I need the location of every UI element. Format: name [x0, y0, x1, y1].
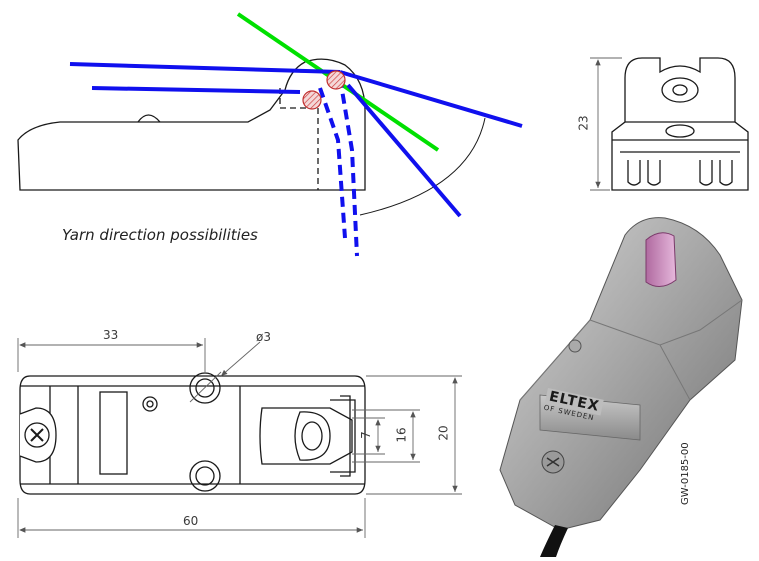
dimension-33-label: 33	[103, 328, 119, 342]
document-id: GW-0185-00	[680, 442, 691, 505]
side-view-bump	[137, 114, 161, 123]
side-view	[17, 12, 523, 257]
product-cable	[540, 525, 568, 557]
mount-hole-top	[189, 372, 221, 404]
eyelet-upper	[326, 70, 346, 90]
dimension-7-label: 7	[358, 431, 373, 439]
yarn-lines-blue	[69, 62, 523, 257]
dimension-23	[590, 57, 622, 191]
mount-hole-bottom	[189, 460, 221, 492]
top-view	[19, 372, 366, 495]
dimension-60-label: 60	[183, 514, 199, 528]
top-view-dimensions	[17, 338, 462, 538]
product-body	[499, 217, 743, 531]
dimension-20-label: 20	[436, 425, 451, 441]
eyelet-lower	[302, 90, 322, 110]
dimension-23-label: 23	[576, 115, 591, 131]
front-view-outline	[611, 57, 749, 191]
yarn-direction-caption: Yarn direction possibilities	[62, 226, 258, 244]
product-eyelet	[645, 232, 677, 287]
front-view	[611, 57, 749, 191]
dimension-16-label: 16	[394, 427, 409, 443]
dimension-diameter-3-label: ø3	[256, 330, 271, 344]
side-view-outline	[17, 58, 366, 191]
swing-arc	[359, 117, 486, 216]
product-photo	[499, 217, 743, 557]
